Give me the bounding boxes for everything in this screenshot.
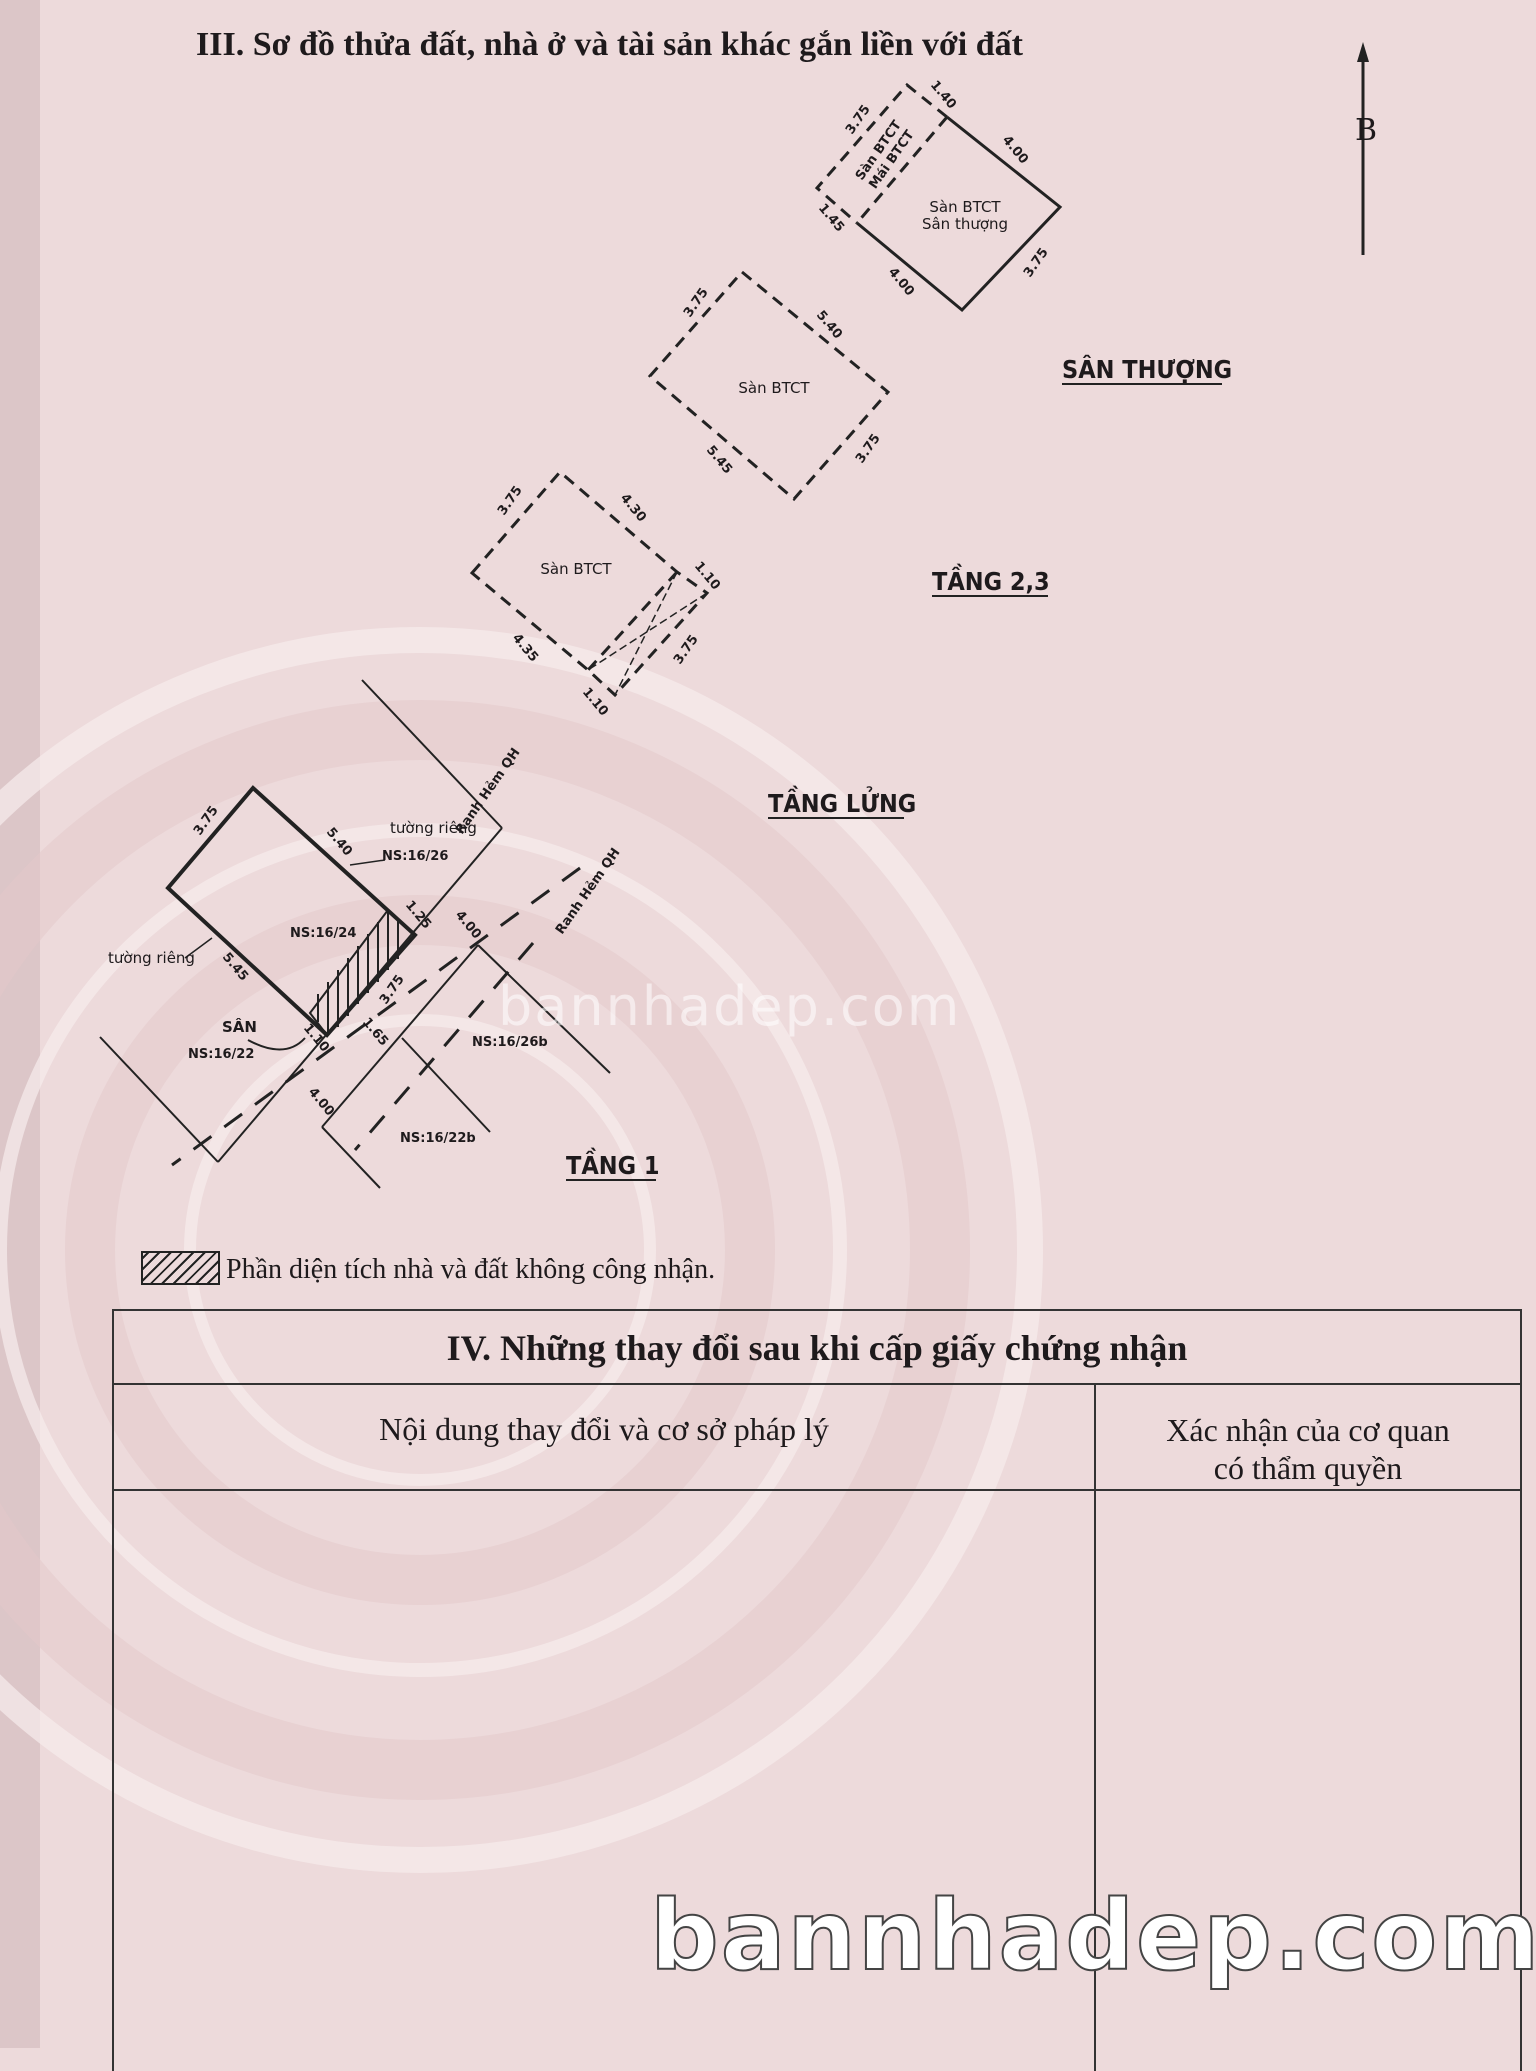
floor-label-san-thuong: SÂN THƯỢNG [1062, 355, 1232, 384]
watermark-mid: bannhadep.com [498, 975, 962, 1038]
column-header-line: có thẩm quyền [1213, 1450, 1403, 1486]
legend-text: Phần diện tích nhà và đất không công nhậ… [226, 1254, 716, 1285]
dim-label: 5.45 [703, 443, 735, 477]
dim-label: 1.45 [815, 201, 847, 235]
dim-label: 3.75 [671, 632, 702, 667]
dim-label: 5.45 [219, 950, 251, 984]
dim-label: 1.65 [359, 1015, 391, 1049]
dim-label: 3.75 [681, 285, 712, 320]
section-iv-title: IV. Những thay đổi sau khi cấp giấy chứn… [114, 1311, 1520, 1385]
dim-label: 4.30 [617, 491, 649, 525]
north-arrow-icon: B [1355, 42, 1377, 255]
dim-label: 3.75 [843, 102, 874, 137]
hatch-legend-icon [141, 1251, 220, 1285]
plan-tang-1 [99, 679, 611, 1189]
floor-label-tang-2-3: TẦNG 2,3 [932, 563, 1050, 596]
dim-label: 1.10 [691, 559, 723, 593]
dim-label: 3.75 [495, 483, 526, 518]
san-thuong-room-label: Sàn BTCT [929, 198, 1001, 216]
floor-label-tang-lung: TẦNG LỬNG [768, 785, 916, 818]
alley-boundary-label: Ranh Hẻm QH [453, 746, 524, 838]
lot-label: NS:16/26 [382, 849, 448, 864]
san-thuong-room-label-2: Sân thượng [922, 215, 1008, 233]
lot-label: NS:16/22b [400, 1131, 476, 1146]
floor-label-tang-1: TẦNG 1 [566, 1147, 660, 1180]
dim-label: 4.00 [452, 908, 484, 942]
dim-label: 5.40 [813, 308, 845, 342]
tang-2-3-room-label: Sàn BTCT [738, 379, 810, 397]
watermark-big: bannhadep.com [649, 1879, 1536, 1993]
dim-label: 4.35 [509, 631, 541, 665]
lot-label: NS:16/26b [472, 1035, 548, 1050]
changes-table: IV. Những thay đổi sau khi cấp giấy chứn… [112, 1309, 1522, 2071]
column-header-content: Nội dung thay đổi và cơ sở pháp lý [379, 1411, 829, 1447]
section-iii-title: III. Sơ đồ thửa đất, nhà ở và tài sản kh… [196, 26, 1023, 63]
tang-lung-room-label: Sàn BTCT [540, 560, 612, 578]
column-header-confirmation: Xác nhận của cơ quan có thẩm quyền [1096, 1411, 1520, 1487]
lot-label-main: NS:16/24 [290, 926, 356, 941]
row-divider [114, 1489, 1520, 1491]
wall-label: tường riêng [390, 819, 477, 837]
lot-label: NS:16/22 [188, 1047, 254, 1062]
plan-san-thuong [814, 82, 1063, 313]
dim-label: 3.75 [853, 431, 884, 466]
dim-label: 1.10 [579, 685, 611, 719]
dim-label: 3.75 [1021, 245, 1052, 280]
alley-boundary-label: Ranh Hẻm QH [553, 846, 624, 938]
plan-tang-2-3 [647, 269, 891, 502]
svg-text:B: B [1355, 113, 1377, 148]
column-header-line: Xác nhận của cơ quan [1166, 1412, 1450, 1448]
plan-tang-lung [469, 469, 710, 698]
dim-label: 1.40 [927, 78, 959, 112]
dim-label: 3.75 [377, 972, 408, 1007]
yard-label: SÂN [222, 1017, 257, 1036]
column-divider [1094, 1383, 1096, 2071]
wall-label: tường riêng [108, 949, 195, 967]
